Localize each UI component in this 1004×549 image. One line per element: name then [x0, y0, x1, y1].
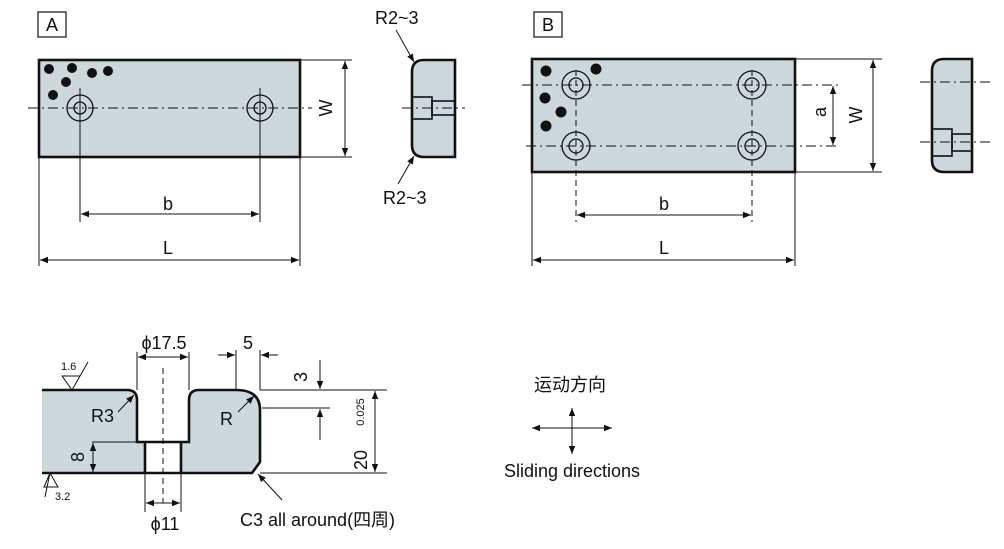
view-a: A W b L R2~3 R2~3 [28, 8, 465, 266]
dim-top: 3 [291, 372, 311, 382]
view-a-label-box [37, 11, 67, 38]
roughness-top: 1.6 [61, 361, 76, 373]
mounting-hole [246, 94, 274, 122]
plate-b [530, 57, 797, 174]
roughness-symbol-bottom [43, 471, 59, 498]
sliding-directions: 运动方向 Sliding directions [504, 375, 640, 481]
dim-b-a: b [163, 194, 173, 214]
side-view-b [930, 57, 974, 174]
dim-w-b: W [846, 107, 866, 124]
radius-bottom-a: R2~3 [383, 188, 427, 208]
dim-b-b: b [659, 194, 669, 214]
roughness-symbol-top [61, 361, 89, 391]
sliding-title-en: Sliding directions [504, 461, 640, 481]
dim-w-a: W [316, 100, 336, 117]
mounting-hole [561, 70, 591, 100]
dim-l-a: L [163, 238, 173, 258]
roughness-bottom: 3.2 [55, 491, 70, 503]
mounting-hole [66, 94, 94, 122]
radius-r3: R3 [91, 406, 114, 426]
view-b: B a W b L [522, 11, 990, 266]
sliding-title-cn: 运动方向 [534, 375, 606, 395]
mounting-hole [737, 131, 767, 161]
oil-dots [539, 63, 602, 132]
section-right [181, 390, 260, 473]
dim-counterbore: ϕ17.5 [141, 333, 186, 353]
section-view: ϕ17.5 ϕ11 5 3 20 0.025 8 R3 R 1.6 3.2 C3 [42, 333, 395, 534]
dim-a-b: a [810, 106, 830, 117]
chamfer-note: C3 all around(四周) [240, 510, 395, 530]
radius-r: R [220, 409, 233, 429]
dim-l-b: L [659, 238, 669, 258]
dim-hole: ϕ11 [151, 514, 180, 534]
view-a-label: A [46, 15, 58, 35]
oil-dots [44, 63, 113, 100]
view-b-label: B [542, 15, 554, 35]
four-way-arrow-icon [532, 408, 612, 454]
mounting-hole [561, 131, 591, 161]
dim-thickness: 20 [351, 450, 371, 470]
side-view-a [410, 58, 457, 159]
view-b-label-box [533, 11, 563, 38]
dim-edge: 5 [243, 333, 253, 353]
radius-top-a: R2~3 [375, 8, 419, 28]
dim-tolerance: 0.025 [355, 398, 367, 426]
dim-depth: 8 [68, 452, 88, 462]
mounting-hole [737, 70, 767, 100]
